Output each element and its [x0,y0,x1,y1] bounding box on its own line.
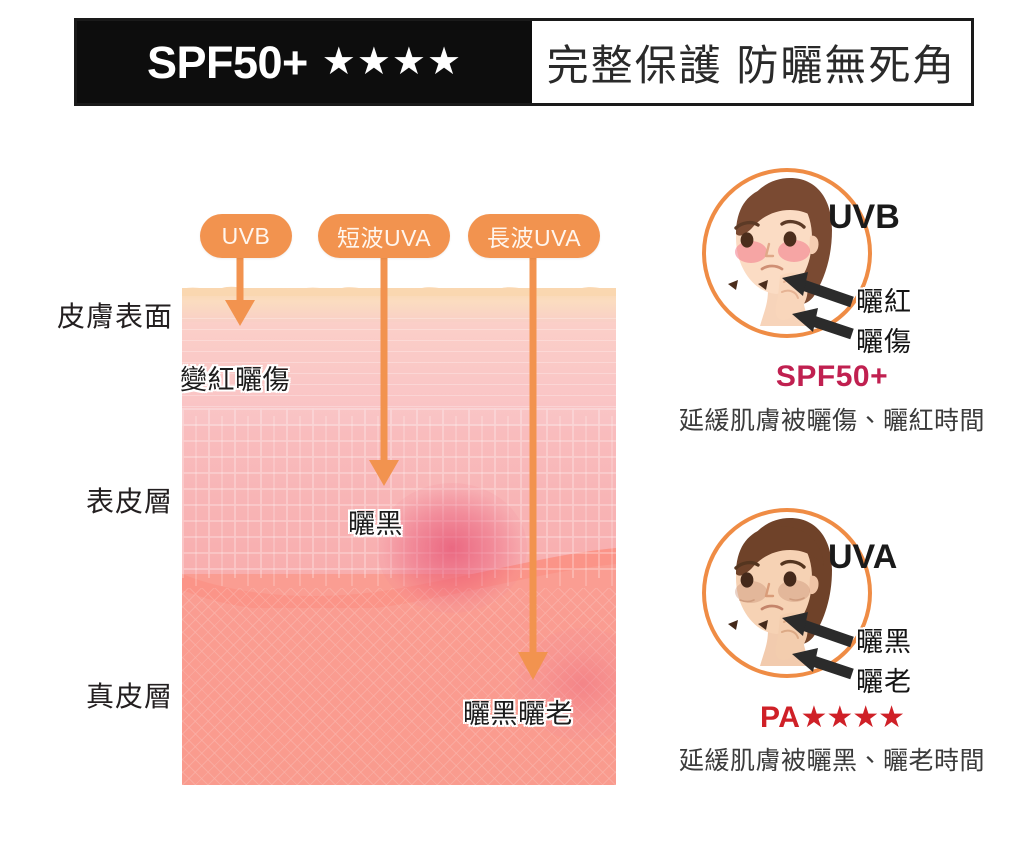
slogan-text: 完整保護 防曬無死角 [546,41,957,89]
short-uva-ray-arrow [369,254,399,486]
layer-label-dermis: 真皮層 [85,681,173,712]
uv-ray-arrows [225,254,548,680]
protection-desc-pa: 延緩肌膚被曬黑、曬老時間 [678,747,985,775]
worried-face-tanned-illustration [728,518,832,666]
protection-title-spf-text: SPF50+ [775,360,889,393]
layer-label-skin-surface: 皮膚表面 [56,301,173,332]
symptom-label-uva-1: 曬黑 [856,627,912,657]
dermis-weave-texture [182,588,616,785]
skin-layers-block [182,288,616,785]
damage-caption-sunburn: 變紅曬傷 [180,365,290,395]
ray-pill-short-uva[interactable]: 短波UVA [318,214,450,258]
spf-star-rating: ★★★★ [321,41,463,83]
effect-group-uva: UVA 曬黑 曬老 PA★★★★ 延緩肌膚被曬黑、曬老時間 [640,508,1024,838]
slogan-block: 完整保護 防曬無死角 [532,21,971,103]
skin-surface-wavy-edge [182,286,616,296]
header-banner: SPF50+ ★★★★ 完整保護 防曬無死角 [74,18,974,106]
ray-pill-uvb[interactable]: UVB [200,214,292,258]
symptom-label-uva-2: 曬老 [856,667,912,697]
damage-caption-tan-aging: 曬黑曬老 [463,699,573,729]
protection-title-spf: SPF50+ [640,360,1024,394]
protection-desc-spf: 延緩肌膚被曬傷、曬紅時間 [678,407,985,435]
long-uva-ray-arrow [518,254,548,680]
symptom-pointer-arrows-uvb [782,272,854,340]
pointer-arrow-symptom-2 [792,308,854,340]
protection-title-pa: PA★★★★ [640,700,1024,735]
ray-pill-short-uva-label: 短波UVA [336,225,432,251]
uv-effects-panel: UVB 曬紅 曬傷 SPF50+ 延緩肌膚被曬傷、曬紅時間 [640,150,1024,840]
skin-cross-section-diagram: UVB 短波UVA 長波UVA 皮膚表面 表皮層 真皮層 變紅曬傷 曬黑 曬黑曬… [0,150,640,830]
ray-type-label-uvb: UVB [828,198,900,236]
pointer-arrow-symptom-2 [792,648,854,680]
symptom-pointer-arrows-uva [782,612,854,680]
layer-label-epidermis: 表皮層 [85,486,173,517]
ray-type-label-uva: UVA [828,538,898,576]
pointer-arrow-symptom-1 [782,612,854,648]
uvb-ray-arrow [225,254,255,326]
protection-title-pa-text: PA [759,701,801,734]
skin-layer-epidermis-upper [182,322,616,426]
pointer-arrow-symptom-1 [782,272,854,308]
symptom-label-uvb-1: 曬紅 [856,287,912,317]
spf-label: SPF50+ [146,36,308,88]
spf-rating-block: SPF50+ ★★★★ [77,21,532,103]
effect-group-uvb: UVB 曬紅 曬傷 SPF50+ 延緩肌膚被曬傷、曬紅時間 [640,168,1024,498]
ray-pill-long-uva-label: 長波UVA [486,225,582,251]
symptom-label-uvb-2: 曬傷 [856,327,912,357]
ray-pill-uvb-label: UVB [221,222,271,249]
face-illustration-uva [702,508,872,678]
ray-pill-long-uva[interactable]: 長波UVA [468,214,600,258]
epidermis-striation-texture [182,318,616,410]
damage-caption-tan: 曬黑 [348,509,403,539]
protection-stars-pa: ★★★★ [800,701,905,734]
